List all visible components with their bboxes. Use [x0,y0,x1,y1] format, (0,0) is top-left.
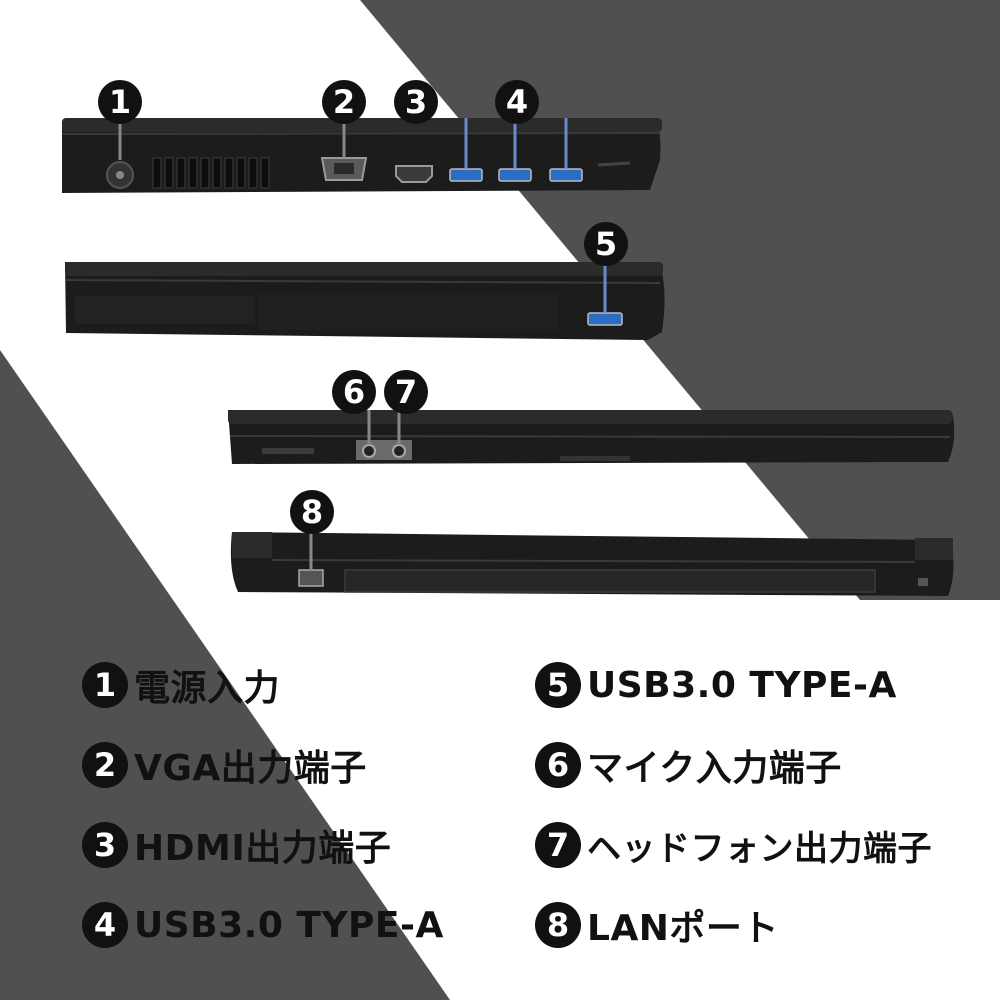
usb-port-a [449,168,483,182]
legend-label: VGA出力端子 [134,748,367,789]
laptop-back [230,520,954,596]
legend-number: 3 [82,822,128,868]
badge-8: 8 [290,490,334,534]
badge-5: 5 [584,222,628,266]
usb-port-c [549,168,583,182]
legend-number: 7 [535,822,581,868]
legend-label: 電源入力 [134,668,281,709]
legend-number: 5 [535,662,581,708]
legend-item-7: 7 ヘッドフォン出力端子 [535,818,932,872]
legend-item-4: 4 USB3.0 TYPE-A [82,898,444,952]
laptop-front [228,410,955,464]
hdmi-port [395,165,433,183]
usb-port-b [498,168,532,182]
legend-label: USB3.0 TYPE-A [134,904,444,946]
legend-number: 2 [82,742,128,788]
badge-7: 7 [384,370,428,414]
badge-3: 3 [394,80,438,124]
legend-item-3: 3 HDMI出力端子 [82,818,391,872]
legend-item-1: 1 電源入力 [82,658,280,712]
laptop-left-side [61,118,662,193]
vent-grille [152,157,270,189]
legend-number: 1 [82,662,128,708]
badge-4: 4 [495,80,539,124]
badge-6: 6 [332,370,376,414]
legend-label: HDMI出力端子 [134,828,392,869]
lan-port [298,569,324,587]
legend-label: ヘッドフォン出力端子 [587,828,932,869]
usb-port-right [587,312,623,326]
badge-1: 1 [98,80,142,124]
badge-2: 2 [322,80,366,124]
legend-item-8: 8 LANポート [535,898,779,952]
legend-item-5: 5 USB3.0 TYPE-A [535,658,897,712]
legend-item-2: 2 VGA出力端子 [82,738,367,792]
legend-number: 6 [535,742,581,788]
legend-number: 8 [535,902,581,948]
legend-number: 4 [82,902,128,948]
legend-label: LANポート [587,908,779,949]
legend-label: USB3.0 TYPE-A [587,664,897,706]
legend-item-6: 6 マイク入力端子 [535,738,842,792]
legend-label: マイク入力端子 [587,748,842,789]
headphone-jack [392,444,406,458]
laptop-right-side [65,262,665,340]
mic-jack [362,444,376,458]
